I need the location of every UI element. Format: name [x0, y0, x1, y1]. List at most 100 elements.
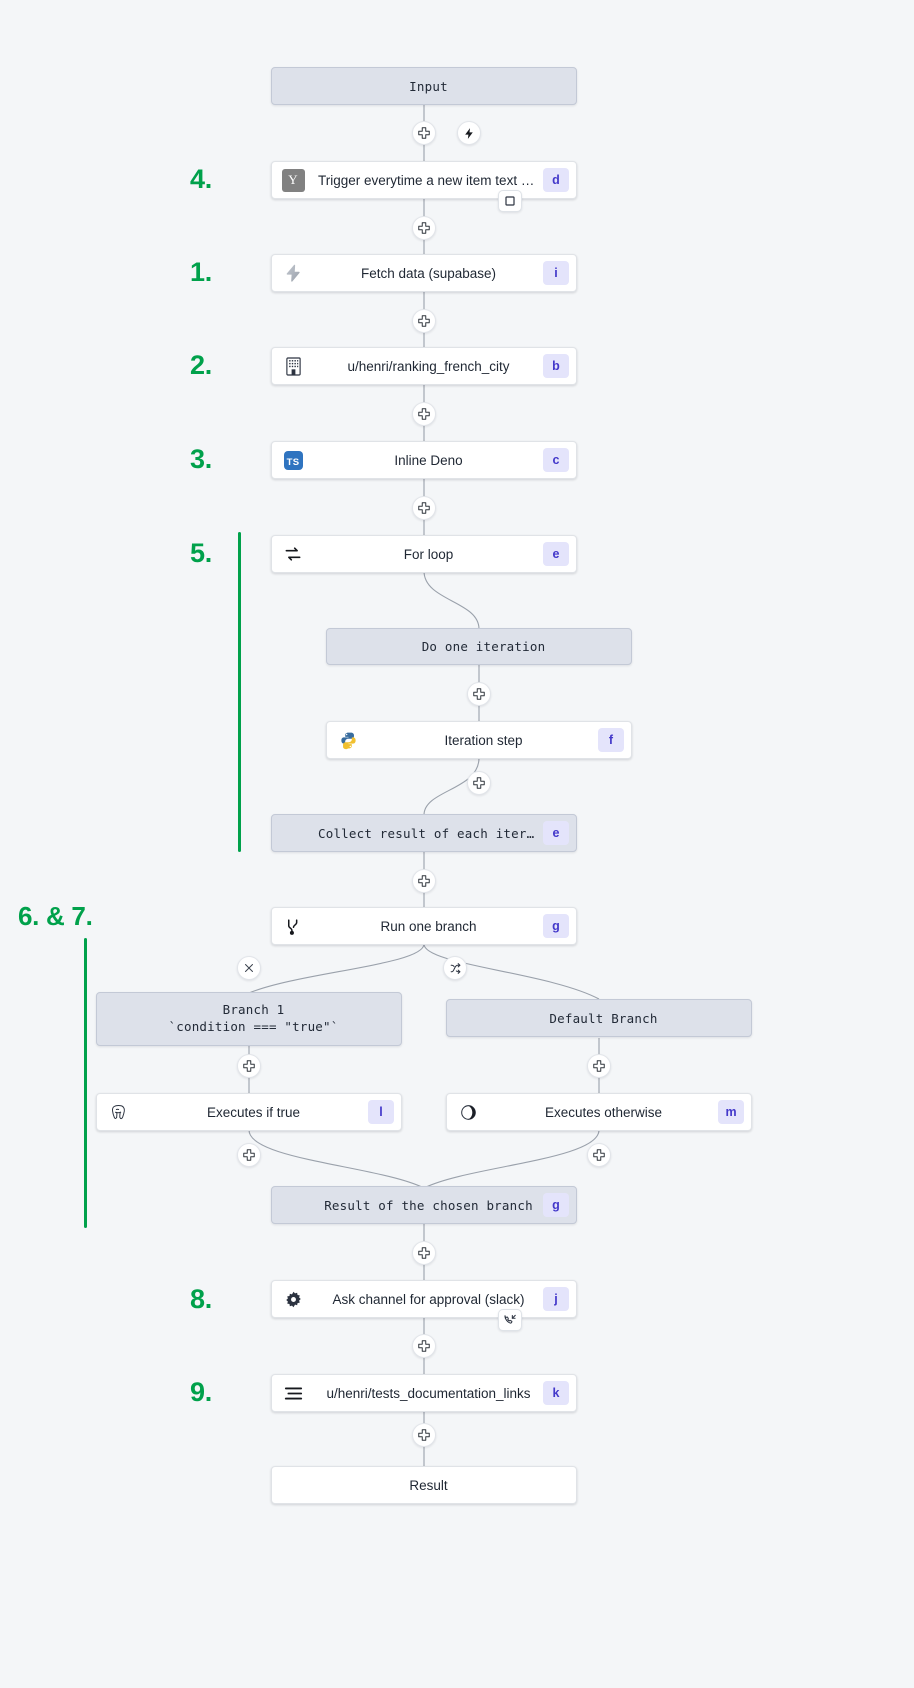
- step-number-2: 2.: [190, 350, 212, 380]
- node-label: u/henri/tests_documentation_links: [326, 1385, 531, 1401]
- shuffle-branches-icon: [450, 962, 460, 974]
- node-result-chosen-branch[interactable]: Result of the chosen branch g: [271, 1186, 577, 1224]
- node-result[interactable]: Result: [271, 1466, 577, 1504]
- node-executes-otherwise[interactable]: Executes otherwise m: [446, 1093, 752, 1131]
- bun-icon: [447, 1103, 489, 1122]
- branch-1-title: Branch 1: [222, 1002, 285, 1018]
- python-icon: [327, 731, 369, 750]
- node-label: Default Branch: [549, 1010, 658, 1026]
- node-run-one-branch[interactable]: Run one branch g: [271, 907, 577, 945]
- add-step-handle[interactable]: [587, 1143, 611, 1167]
- remove-branch-handle[interactable]: [237, 956, 261, 980]
- add-step-handle[interactable]: [412, 1334, 436, 1358]
- node-trigger[interactable]: Y Trigger everytime a new item text o… d: [271, 161, 577, 199]
- flow-lines-icon: [272, 1385, 314, 1402]
- node-badge: k: [543, 1381, 569, 1405]
- trigger-bolt-handle[interactable]: [457, 121, 481, 145]
- approval-callback-chip[interactable]: [498, 1309, 522, 1331]
- node-label: Result of the chosen branch: [324, 1197, 533, 1213]
- node-label: Input: [409, 78, 448, 94]
- plus-icon: [243, 1149, 255, 1161]
- plus-icon: [418, 502, 430, 514]
- node-do-one-iteration[interactable]: Do one iteration: [326, 628, 632, 665]
- node-for-loop[interactable]: For loop e: [271, 535, 577, 573]
- node-branch-1[interactable]: Branch 1 `condition === "true"`: [96, 992, 402, 1046]
- add-step-handle[interactable]: [412, 402, 436, 426]
- add-step-handle[interactable]: [467, 682, 491, 706]
- add-step-handle[interactable]: [587, 1054, 611, 1078]
- node-ranking-french-city[interactable]: u/henri/ranking_french_city b: [271, 347, 577, 385]
- node-collect-result[interactable]: Collect result of each iteration e: [271, 814, 577, 852]
- step-number-1: 1.: [190, 257, 212, 287]
- node-label: Executes if true: [206, 1104, 301, 1120]
- branch-scope-rail: [84, 938, 87, 1228]
- node-badge: c: [543, 448, 569, 472]
- node-badge: f: [598, 728, 624, 752]
- step-number-5: 5.: [190, 538, 212, 568]
- add-step-handle[interactable]: [237, 1054, 261, 1078]
- plus-icon: [593, 1060, 605, 1072]
- node-badge: i: [543, 261, 569, 285]
- node-tests-documentation-links[interactable]: u/henri/tests_documentation_links k: [271, 1374, 577, 1412]
- node-badge: g: [543, 1193, 569, 1217]
- postgres-icon: [97, 1103, 139, 1122]
- add-step-handle[interactable]: [412, 1423, 436, 1447]
- node-label: Iteration step: [444, 732, 523, 748]
- node-label: Collect result of each iteration: [318, 825, 543, 841]
- node-label: Ask channel for approval (slack): [332, 1291, 525, 1307]
- node-badge: m: [718, 1100, 744, 1124]
- node-label: Do one iteration: [421, 639, 546, 654]
- loop-scope-rail: [238, 532, 241, 852]
- yaml-icon: Y: [272, 168, 314, 192]
- plus-icon: [418, 315, 430, 327]
- node-label: For loop: [403, 546, 454, 562]
- supabase-bolt-icon: [272, 263, 314, 283]
- add-step-handle[interactable]: [237, 1143, 261, 1167]
- close-icon: [245, 964, 253, 972]
- node-executes-if-true[interactable]: Executes if true l: [96, 1093, 402, 1131]
- phone-incoming-icon: [504, 1314, 516, 1324]
- building-icon: [272, 356, 314, 376]
- node-label: Inline Deno: [394, 452, 463, 468]
- trigger-stop-chip[interactable]: [498, 190, 522, 212]
- node-input[interactable]: Input: [271, 67, 577, 105]
- add-branch-handle[interactable]: [443, 956, 467, 980]
- step-number-8: 8.: [190, 1284, 212, 1314]
- node-fetch-data[interactable]: Fetch data (supabase) i: [271, 254, 577, 292]
- node-label: Result: [409, 1477, 448, 1493]
- gear-icon: [272, 1290, 314, 1309]
- step-number-4: 4.: [190, 164, 212, 194]
- node-label: Fetch data (supabase): [360, 265, 497, 281]
- plus-icon: [593, 1149, 605, 1161]
- plus-icon: [418, 1340, 430, 1352]
- plus-icon: [418, 408, 430, 420]
- add-step-handle[interactable]: [412, 309, 436, 333]
- node-label-wrapper: Branch 1 `condition === "true"`: [139, 1002, 368, 1036]
- node-default-branch[interactable]: Default Branch: [446, 999, 752, 1037]
- plus-icon: [418, 222, 430, 234]
- branch-icon: [272, 917, 314, 936]
- node-inline-deno[interactable]: TS Inline Deno c: [271, 441, 577, 479]
- branch-1-condition: `condition === "true"`: [168, 1019, 339, 1034]
- node-badge: l: [368, 1100, 394, 1124]
- step-number-6-7: 6. & 7.: [18, 901, 93, 931]
- add-step-handle[interactable]: [412, 216, 436, 240]
- add-step-handle[interactable]: [412, 869, 436, 893]
- add-step-handle[interactable]: [412, 496, 436, 520]
- add-step-handle[interactable]: [412, 1241, 436, 1265]
- plus-icon: [418, 1429, 430, 1441]
- node-badge: d: [543, 168, 569, 192]
- plus-icon: [243, 1060, 255, 1072]
- add-step-handle[interactable]: [412, 121, 436, 145]
- plus-icon: [418, 127, 430, 139]
- node-label: u/henri/ranking_french_city: [347, 358, 510, 374]
- node-iteration-step[interactable]: Iteration step f: [326, 721, 632, 759]
- node-badge: b: [543, 354, 569, 378]
- loop-icon: [272, 544, 314, 564]
- node-label: Executes otherwise: [544, 1104, 663, 1120]
- node-badge: e: [543, 542, 569, 566]
- step-number-9: 9.: [190, 1377, 212, 1407]
- node-ask-channel-approval[interactable]: Ask channel for approval (slack) j: [271, 1280, 577, 1318]
- add-step-handle[interactable]: [467, 771, 491, 795]
